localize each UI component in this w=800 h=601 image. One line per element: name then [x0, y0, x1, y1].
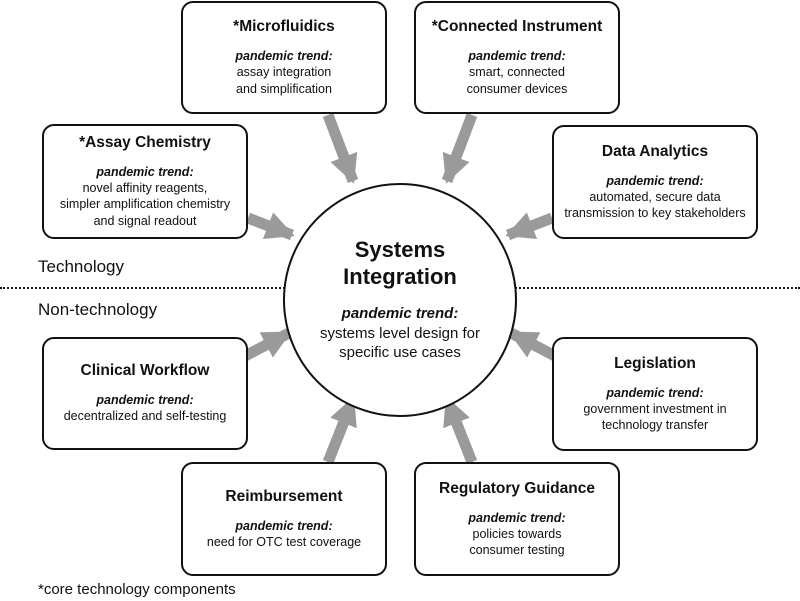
trend-label: pandemic trend:: [468, 49, 566, 64]
box-data-analytics: Data Analytics pandemic trend: automated…: [552, 125, 758, 239]
arrow-data-analytics: [505, 212, 554, 241]
trend-text: smart, connected consumer devices: [466, 65, 568, 96]
box-title: *Assay Chemistry: [79, 134, 211, 152]
footnote: *core technology components: [38, 581, 236, 598]
box-title: Legislation: [614, 354, 696, 372]
box-title: Clinical Workflow: [80, 362, 210, 380]
trend-text: policies towards consumer testing: [469, 526, 565, 558]
box-title: Data Analytics: [601, 142, 709, 160]
box-title: *Microfluidics: [233, 18, 335, 36]
trend-label: pandemic trend:: [606, 173, 704, 188]
box-reimbursement: Reimbursement pandemic trend: need for O…: [181, 462, 387, 576]
trend-label: pandemic trend:: [235, 518, 333, 533]
trend-label: pandemic trend:: [96, 164, 194, 179]
box-microfluidics: *Microfluidics pandemic trend: assay int…: [181, 1, 387, 114]
arrow-regulatory-guidance: [441, 396, 478, 465]
trend-text: assay integration and simplification: [236, 65, 332, 96]
box-connected-instrument: *Connected Instrument pandemic trend: sm…: [414, 1, 620, 114]
arrow-legislation: [508, 328, 558, 361]
trend-text: decentralized and self-testing: [63, 409, 227, 424]
trend-text: government investment in technology tran…: [583, 401, 727, 433]
center-trend-label: pandemic trend:: [341, 305, 459, 323]
arrow-microfluidics: [322, 113, 359, 184]
trend-label: pandemic trend:: [468, 510, 566, 525]
box-title: *Connected Instrument: [431, 18, 603, 36]
box-regulatory-guidance: Regulatory Guidance pandemic trend: poli…: [414, 462, 620, 576]
box-title: Regulatory Guidance: [439, 479, 595, 497]
trend-text: novel affinity reagents, simpler amplifi…: [59, 181, 231, 228]
box-clinical-workflow: Clinical Workflow pandemic trend: decent…: [42, 337, 248, 450]
center-title: Systems Integration: [343, 237, 457, 289]
box-legislation: Legislation pandemic trend: government i…: [552, 337, 758, 451]
technology-label: Technology: [38, 257, 125, 276]
arrow-assay-chemistry: [246, 212, 295, 241]
box-title: Reimbursement: [225, 487, 343, 505]
systems-integration-circle: Systems Integration pandemic trend: syst…: [283, 183, 517, 417]
box-assay-chemistry: *Assay Chemistry pandemic trend: novel a…: [42, 124, 248, 239]
trend-label: pandemic trend:: [96, 393, 194, 408]
arrow-connected-instrument: [441, 113, 478, 184]
trend-text: need for OTC test coverage: [206, 534, 362, 549]
arrow-clinical-workflow: [242, 328, 292, 361]
trend-label: pandemic trend:: [235, 49, 333, 64]
center-trend-text: systems level design for specific use ca…: [319, 324, 481, 362]
trend-label: pandemic trend:: [606, 385, 704, 400]
arrow-reimbursement: [322, 396, 359, 465]
trend-text: automated, secure data transmission to k…: [564, 189, 746, 221]
non-technology-label: Non-technology: [38, 300, 158, 319]
